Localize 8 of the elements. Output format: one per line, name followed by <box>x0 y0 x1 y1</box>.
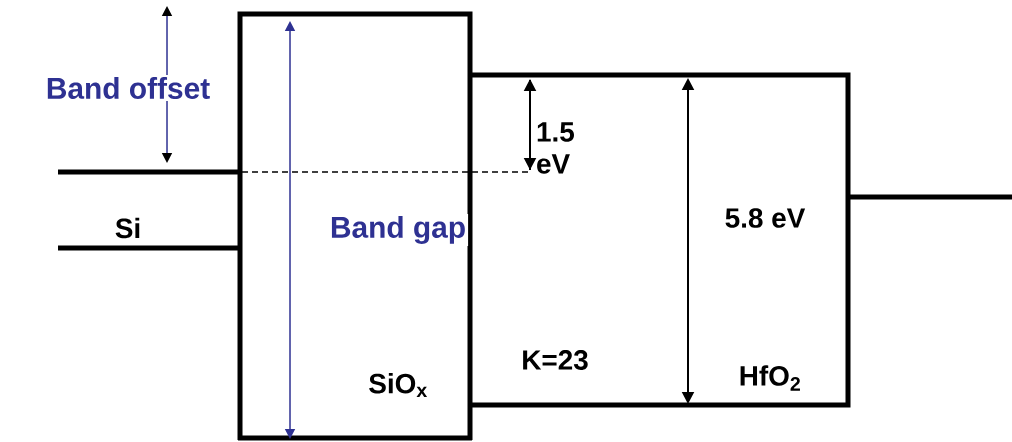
energy-label: 5.8 eV <box>725 208 806 228</box>
material-label: Si <box>115 217 140 239</box>
band-gap-label: Band gap <box>327 214 469 246</box>
energy-label: 1.5 eV <box>537 122 574 174</box>
material-label: SiO$_{x}$ <box>369 373 428 397</box>
band-offset-label: Band offset <box>43 75 213 101</box>
material-label: HfO$_{2}$ <box>740 365 800 391</box>
constant-label: K=23 <box>523 350 588 370</box>
